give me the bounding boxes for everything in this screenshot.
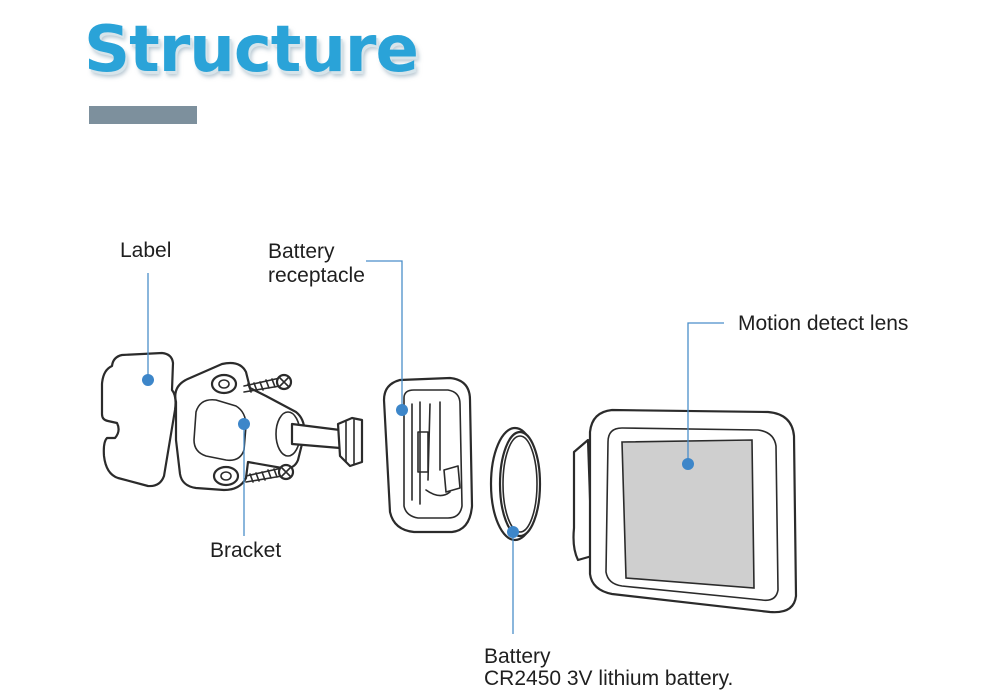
screw-bottom (245, 463, 295, 483)
battery-receptacle-callout-line2: receptacle (268, 264, 365, 287)
bracket-callout: Bracket (210, 539, 282, 562)
page-title: Structure (84, 13, 419, 87)
label-part (100, 351, 177, 488)
battery-receptacle-marker-dot (396, 404, 408, 416)
motion-lens-marker-dot (682, 458, 694, 470)
label-callout: Label (120, 239, 172, 262)
screw-top (243, 373, 293, 393)
coin-battery-part (489, 426, 542, 542)
battery-marker-dot (507, 526, 519, 538)
bracket-marker-dot (238, 418, 250, 430)
battery-receptacle-leader-line (366, 260, 403, 408)
battery-receptacle-part (382, 376, 474, 534)
motion-lens-housing-part (572, 408, 798, 614)
label-marker-dot (142, 374, 154, 386)
battery-callout-line2: CR2450 3V lithium battery. (484, 667, 734, 690)
battery-callout-line1: Battery (484, 645, 551, 668)
motion-lens-callout: Motion detect lens (738, 312, 909, 335)
lens-window (621, 439, 755, 589)
bracket-part (174, 361, 364, 492)
title-underline-bar (89, 106, 197, 124)
battery-receptacle-callout-line1: Battery (268, 240, 335, 263)
motion-lens-leader-line (687, 322, 724, 462)
